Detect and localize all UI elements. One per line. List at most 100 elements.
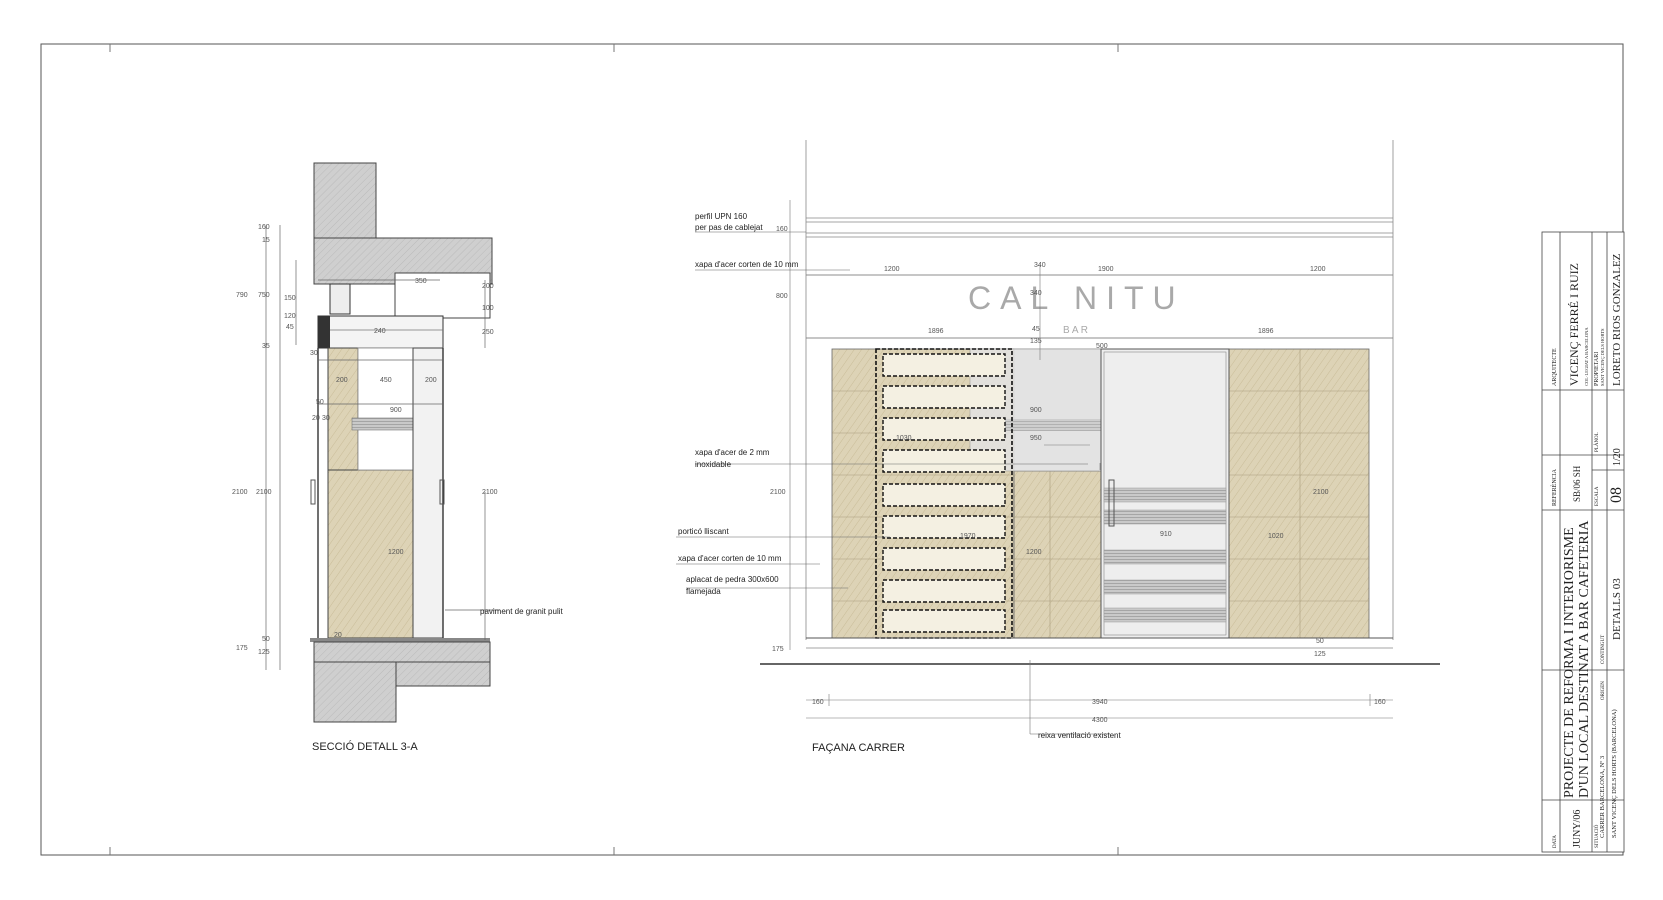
title-block [1541,231,1625,853]
dim-label: 1970 [960,533,976,540]
project-title-1: PROJECTE DE REFORMA I INTERIORISME [1562,527,1577,798]
dim-label: 340 [1030,290,1042,297]
label-plan: PLÀNOL [1594,432,1600,452]
stone-cladding-right [1228,348,1370,639]
note-corten-low: xapa d'acer corten de 10 mm [678,554,782,563]
dim-label: 910 [1160,531,1172,538]
label-reference: REFERÈNCIA [1550,468,1558,506]
label-architect: ARQUITECTE [1552,348,1558,386]
dim-label: 1020 [1268,533,1284,540]
site-line-1: CARRER BARCELONA, Nº 3 [1599,756,1606,838]
facade-title: FAÇANA CARRER [812,742,905,754]
dim-label: 1200 [388,549,404,556]
section-title: SECCIÓ DETALL 3-A [312,740,418,753]
dim-label: 1200 [1310,266,1326,273]
date-value: JUNY/06 [1572,810,1583,848]
dim-label: 340 [1034,262,1046,269]
dim-label: 900 [390,407,402,414]
dim-label: 1200 [884,266,900,273]
architect-sub2: SANT VICENÇ DELS HORTS [1600,328,1605,386]
dim-label: 50 [262,636,270,643]
dim-label: 500 [1096,343,1108,350]
dim-label: 2100 [482,489,498,496]
dim-label: 15 [262,237,270,244]
dim-label: 4300 [1092,717,1108,724]
note-vent: reixa ventilació existent [1038,731,1121,740]
dim-label: 35 [262,343,270,350]
label-site: SITUACIÓ [1594,824,1600,848]
label-scale: ESCALA [1595,486,1600,506]
plan-number: 08 [1608,487,1625,503]
architect-sub: COL·LEGIAT A BARCELONA [1584,327,1589,386]
note-corten-top: xapa d'acer corten de 10 mm [695,260,799,269]
note-upn-cabling: per pas de cablejat [695,223,763,232]
dim-label: 150 [284,295,296,302]
architect-name: VICENÇ FERRÉ I RUIZ [1567,263,1581,386]
dim-label: 950 [1030,435,1042,442]
dim-label: 790 [236,292,248,299]
note-stone-2: flamejada [686,587,721,596]
dim-label: 175 [772,646,784,653]
dim-label: 1900 [1098,266,1114,273]
dim-label: 135 [1030,338,1042,345]
dim-label: 900 [1030,407,1042,414]
label-content: CONTINGUT [1601,635,1606,664]
note-upn: perfil UPN 160 [695,212,748,221]
dim-label: 800 [776,293,788,300]
scale-value: 1/20 [1612,448,1623,466]
label-date: DATA [1553,835,1558,848]
dim-label: 100 [482,305,494,312]
dim-label: 1200 [1026,549,1042,556]
dim-label: 160 [776,226,788,233]
note-inox-2: inoxidable [695,460,732,469]
sign-cal-nitu: CAL NITU [968,280,1185,316]
dim-label: 1896 [1258,328,1274,335]
dim-label: 50 [1316,638,1324,645]
project-title-2: D'UN LOCAL DESTINAT A BAR CAFETERIA [1577,520,1592,798]
dim-label: 20 [312,415,320,422]
content-value: DETALLS 03 [1611,578,1623,640]
dim-label: 30 [310,350,318,357]
dim-label: 2100 [1313,489,1329,496]
owner-name: LORETO RIOS GONZALEZ [1611,253,1623,386]
note-inox: xapa d'acer de 2 mm [695,448,770,457]
dim-label: 125 [1314,651,1326,658]
dim-label: 250 [482,329,494,336]
dim-label: 750 [258,292,270,299]
dim-label: 2100 [232,489,248,496]
dim-label: 200 [425,377,437,384]
label-owner: PROPIETARI [1594,352,1600,386]
dim-label: 240 [374,328,386,335]
facade-elevation: CAL NITU B A R [676,140,1440,754]
dim-label: 350 [415,278,427,285]
dim-label: 125 [258,649,270,656]
reference-value: SB/06 SH [1572,465,1582,502]
dim-label: 200 [336,377,348,384]
frame-ticks [109,44,1119,855]
site-line-2: SANT VICENÇ DELS HORTS (BARCELONA) [1611,709,1618,838]
dim-label: 2100 [770,489,786,496]
dim-label: 2100 [256,489,272,496]
dim-label: 45 [1032,326,1040,333]
dim-label: 45 [286,324,294,331]
door-handle [1108,479,1115,527]
dim-label: 20 [334,632,342,639]
dim-label: 1896 [928,328,944,335]
floor-note: paviment de granit pulit [480,607,563,616]
section-detail: 160 15 790 750 150 120 45 35 30 2100 210… [232,162,563,753]
dim-label: 175 [236,645,248,652]
note-portico: porticó lliscant [678,527,729,536]
dim-label: 160 [812,699,824,706]
dim-label: 450 [380,377,392,384]
dim-label: 200 [482,283,494,290]
note-stone: aplacat de pedra 300x600 [686,575,779,584]
sign-bar: B A R [1063,325,1088,336]
dim-label: 30 [322,415,330,422]
dim-label: 120 [284,313,296,320]
dim-label: 3940 [1092,699,1108,706]
dim-label: 160 [1374,699,1386,706]
label-origin: ORIGEN [1601,681,1606,700]
dim-label: 50 [316,399,324,406]
dim-label: 160 [258,224,270,231]
